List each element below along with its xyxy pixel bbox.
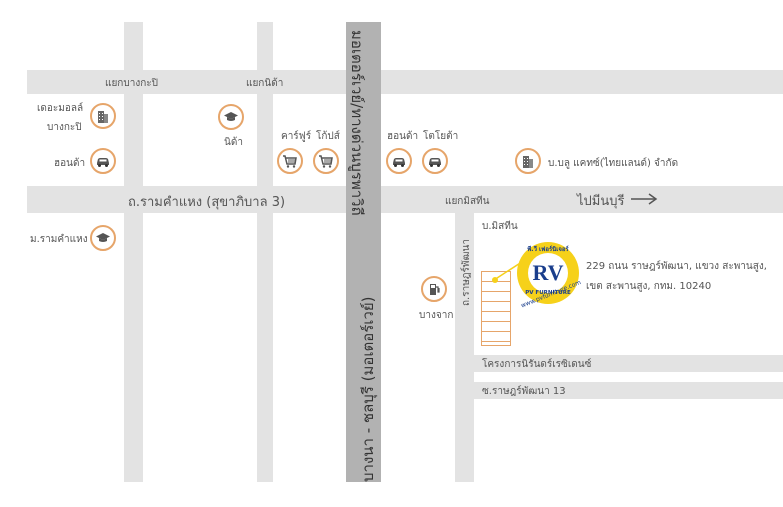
car-icon [90, 148, 116, 174]
top-road-label-left: แยกบางกะปิ [105, 78, 158, 89]
company-label: บ.บลู แคทซ์(ไทยแลนด์) จำกัด [548, 158, 679, 169]
mall-label-line1: เดอะมอลล์ [37, 103, 84, 114]
carrefour-label: คาร์ฟูร์ [281, 131, 312, 142]
left-vertical-road [124, 22, 143, 482]
ramkhamhaeng-label: ม.รามคำแหง [30, 234, 88, 245]
car-icon [422, 148, 448, 174]
building-icon [515, 148, 541, 174]
shopping-cart-icon [277, 148, 303, 174]
direction-arrow-icon [631, 193, 658, 205]
nida-label: นิด้า [224, 137, 243, 148]
main-road-label: ถ.รามคำแหง (สุขาภิบาล 3) [128, 195, 286, 210]
store-address-line2: เขต สะพานสูง, กทม. 10240 [586, 281, 712, 292]
tesco-label: โก้ปส์ [316, 131, 340, 142]
main-road [27, 186, 783, 213]
top-road [27, 70, 783, 94]
logo-top-text: พี.วี เฟอร์นิเจอร์ [527, 246, 569, 253]
middle-vertical-road [257, 22, 273, 482]
shopping-cart-icon [313, 148, 339, 174]
ratpat-road [455, 213, 474, 482]
toyota-label: โตโยต้า [423, 131, 459, 142]
store-address-line1: 229 ถนน ราษฎร์พัฒนา, แขวง สะพานสูง, [586, 261, 767, 272]
graduation-cap-icon [218, 104, 244, 130]
logo-letters: RV [532, 260, 564, 285]
top-road-label-right: แยกนิด้า [246, 78, 284, 89]
mistine-label: บ.มิสทีน [482, 221, 518, 232]
project-label: โครงการนิรันดร์เรซิเดนซ์ [482, 359, 592, 370]
project-road [470, 355, 783, 372]
store-building [481, 271, 511, 346]
logo-bottom-text: PV FURNITURE [525, 290, 571, 296]
mall-label-line2: บางกะปิ [47, 122, 82, 133]
graduation-cap-icon [90, 225, 116, 251]
ratpat-road-label: ถ.ราษฎร์พัฒนา [461, 239, 472, 306]
highway-label-top: มอเตอร์เวย์/ทางด่วนบูรพาวิถี [348, 30, 366, 216]
direction-label: ไปมีนบุรี [577, 194, 625, 209]
soi-label: ซ.ราษฎร์พัฒนา 13 [482, 386, 566, 397]
highway-label-bottom: บางนา - ชลบุรี (มอเตอร์เวย์) [359, 296, 377, 483]
car-icon [386, 148, 412, 174]
building-icon [90, 103, 116, 129]
main-road-junction: แยกมิสทีน [445, 196, 490, 207]
honda-right-label: ฮอนด้า [387, 131, 419, 142]
honda-left-label: ฮอนด้า [54, 158, 86, 169]
highway [346, 22, 381, 482]
gas-station-icon [421, 276, 447, 302]
pv-furniture-logo: RV พี.วี เฟอร์นิเจอร์ PV FURNITURE [515, 240, 581, 306]
soi-road [470, 382, 783, 399]
gas-label: บางจาก [419, 310, 454, 321]
